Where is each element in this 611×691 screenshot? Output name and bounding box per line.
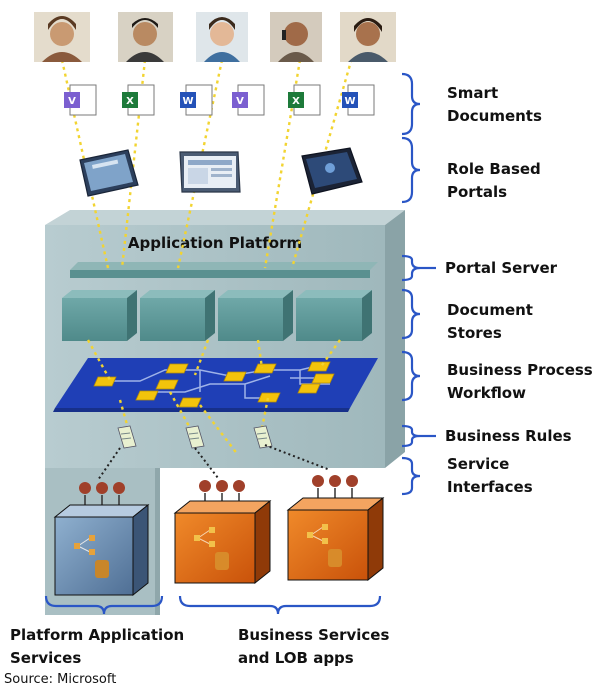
svg-text:V: V [236,96,244,107]
workflow-nodes [93,361,335,408]
source-caption: Source: Microsoft [4,672,117,687]
visio-document-icon: V [64,84,97,116]
business-process-workflow-plane [53,358,378,412]
svg-text:W: W [344,96,355,107]
portals-row [79,147,363,197]
bracket-document-stores [401,288,421,340]
portal-server-bar [70,262,378,278]
bottom-label-business-services: Business Services and LOB apps [238,626,390,667]
svg-text:X: X [292,96,300,107]
people-row [34,12,396,62]
bracket-smart-documents [401,72,421,136]
database-icon [194,527,229,570]
portal-screen-icon [79,149,139,197]
layer-label-business-rules: Business Rules [445,427,572,445]
document-stores [62,290,372,341]
database-icon [74,535,109,578]
word-document-icon: W [180,84,213,116]
person-photo-icon [34,12,90,62]
bottom-brackets [44,595,382,615]
layer-label-document-stores: Document Stores [447,301,533,342]
person-photo-icon [118,12,173,62]
bracket-business-services [178,595,382,615]
database-icon [307,524,342,567]
excel-document-icon: X [288,84,321,116]
svg-text:V: V [68,96,76,107]
document-store-box [296,290,372,341]
bracket-platform-services [44,595,164,615]
document-store-box [218,290,293,341]
portal-screen-icon [179,151,241,193]
bracket-business-process-workflow [401,350,421,402]
business-service-cube [173,480,272,585]
person-photo-icon [340,12,396,62]
rules-document-icon [117,425,137,449]
person-photo-icon [270,12,322,62]
service-interface-knobs [79,482,125,505]
layer-label-role-based-portals: Role Based Portals [447,160,541,201]
platform-title: Application Platform [128,234,302,252]
layer-label-service-interfaces: Service Interfaces [447,455,533,496]
bracket-service-interfaces [401,456,421,496]
portal-screen-icon [301,147,363,195]
layer-label-portal-server: Portal Server [445,259,558,277]
business-service-cube [286,475,385,582]
word-document-icon: W [342,84,375,116]
service-interface-knobs [199,480,245,503]
bottom-label-platform-services: Platform Application Services [10,626,185,667]
platform-service-cube [53,482,150,597]
bracket-role-based-portals [401,136,421,204]
excel-document-icon: X [122,84,155,116]
rules-document-icon [185,425,205,449]
rules-document-icon [253,425,273,449]
document-store-box [62,290,137,341]
layer-pointers [420,266,436,438]
layer-label-smart-documents: Smart Documents [447,84,542,125]
person-photo-icon [196,12,248,62]
svg-text:X: X [126,96,134,107]
svg-text:W: W [182,96,193,107]
document-store-box [140,290,215,341]
visio-document-icon: V [232,84,265,116]
business-rules-documents [117,425,273,449]
service-interface-knobs [312,475,358,498]
layer-label-business-process-workflow: Business Process Workflow [447,361,593,402]
smart-documents-row: V X W V X W [64,84,375,116]
service-links [97,444,331,481]
